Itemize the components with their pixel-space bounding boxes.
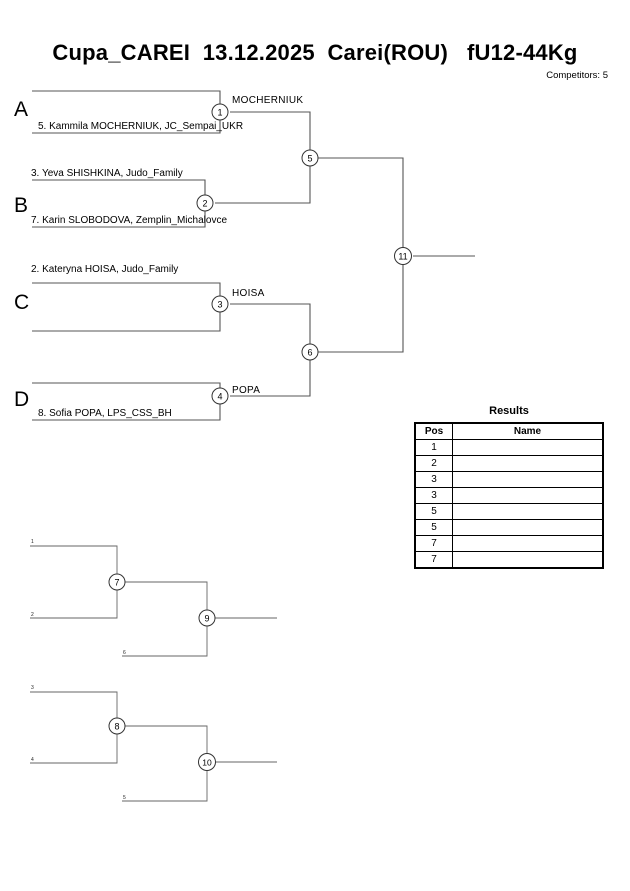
match-node-2-label: 2 bbox=[202, 199, 207, 209]
repechage-feed-label-4: 4 bbox=[31, 757, 34, 763]
match-node-6[interactable]: 6 bbox=[301, 343, 319, 361]
results-row: 5 bbox=[414, 519, 604, 536]
group-letter-a: A bbox=[14, 98, 29, 121]
results-row-position: 3 bbox=[414, 471, 453, 488]
results-column-name: Name bbox=[452, 422, 604, 440]
match-node-5[interactable]: 5 bbox=[301, 149, 319, 167]
competitors-count: Competitors: 5 bbox=[546, 70, 608, 81]
match-node-5-label: 5 bbox=[307, 154, 312, 164]
group-letter-b: B bbox=[14, 194, 29, 217]
repechage-feed-label-2: 2 bbox=[31, 612, 34, 618]
match-node-9[interactable]: 9 bbox=[198, 609, 216, 627]
group-letter-c: C bbox=[14, 291, 30, 314]
results-row-position: 1 bbox=[414, 439, 453, 456]
results-row: 1 bbox=[414, 439, 604, 456]
results-row-position: 5 bbox=[414, 519, 453, 536]
results-row-name[interactable] bbox=[452, 519, 604, 536]
results-row: 3 bbox=[414, 471, 604, 488]
winner-label-node-1: MOCHERNIUK bbox=[232, 95, 304, 106]
results-row-position: 7 bbox=[414, 535, 453, 552]
results-row-name[interactable] bbox=[452, 455, 604, 472]
results-row-position: 2 bbox=[414, 455, 453, 472]
match-node-3-label: 3 bbox=[217, 300, 222, 310]
match-node-7-label: 7 bbox=[114, 578, 119, 588]
group-letter-d: D bbox=[14, 388, 30, 411]
competitor-label-mocherniuk: 5. Kammila MOCHERNIUK, JC_Sempai_UKR bbox=[38, 121, 244, 132]
results-row-name[interactable] bbox=[452, 487, 604, 504]
competitor-label-shishkina: 3. Yeva SHISHKINA, Judo_Family bbox=[31, 168, 183, 179]
results-header-row: Pos Name bbox=[414, 422, 604, 440]
results-row-name[interactable] bbox=[452, 503, 604, 520]
results-row: 5 bbox=[414, 503, 604, 520]
match-node-4[interactable]: 4 bbox=[211, 387, 229, 405]
match-node-11[interactable]: 11 bbox=[394, 247, 412, 265]
results-row-name[interactable] bbox=[452, 551, 604, 569]
results-row-position: 7 bbox=[414, 551, 453, 569]
results-row-position: 5 bbox=[414, 503, 453, 520]
match-node-8[interactable]: 8 bbox=[108, 717, 126, 735]
results-row-name[interactable] bbox=[452, 471, 604, 488]
results-row: 7 bbox=[414, 551, 604, 569]
page-title: Cupa_CAREI 13.12.2025 Carei(ROU) fU12-44… bbox=[52, 40, 578, 65]
competitor-label-popa: 8. Sofia POPA, LPS_CSS_BH bbox=[38, 408, 172, 419]
results-row: 3 bbox=[414, 487, 604, 504]
repechage-feed-label-5: 5 bbox=[123, 795, 126, 801]
results-column-pos: Pos bbox=[414, 422, 453, 440]
match-node-8-label: 8 bbox=[114, 722, 119, 732]
results-row: 7 bbox=[414, 535, 604, 552]
match-node-7[interactable]: 7 bbox=[108, 573, 126, 591]
repechage-feed-label-6: 6 bbox=[123, 650, 126, 656]
results-row-position: 3 bbox=[414, 487, 453, 504]
match-node-9-label: 9 bbox=[204, 614, 209, 624]
competitor-label-slobodova: 7. Karin SLOBODOVA, Zemplin_Michalovce bbox=[31, 215, 228, 226]
results-row-name[interactable] bbox=[452, 439, 604, 456]
repechage-feed-label-1: 1 bbox=[31, 539, 34, 545]
match-node-10-label: 10 bbox=[202, 758, 212, 768]
winner-label-node-3: HOISA bbox=[232, 288, 265, 299]
competitor-label-hoisa: 2. Kateryna HOISA, Judo_Family bbox=[31, 264, 179, 275]
match-node-4-label: 4 bbox=[217, 392, 222, 402]
match-node-6-label: 6 bbox=[307, 348, 312, 358]
match-node-1[interactable]: 1 bbox=[211, 103, 229, 121]
match-node-2[interactable]: 2 bbox=[196, 194, 214, 212]
results-row: 2 bbox=[414, 455, 604, 472]
match-node-11-label: 11 bbox=[398, 252, 407, 262]
match-node-3[interactable]: 3 bbox=[211, 295, 229, 313]
repechage-feed-label-3: 3 bbox=[31, 685, 34, 691]
results-row-name[interactable] bbox=[452, 535, 604, 552]
match-node-1-label: 1 bbox=[217, 108, 222, 118]
results-title: Results bbox=[489, 405, 529, 417]
match-node-10[interactable]: 10 bbox=[198, 753, 216, 771]
winner-label-node-4: POPA bbox=[232, 385, 261, 396]
